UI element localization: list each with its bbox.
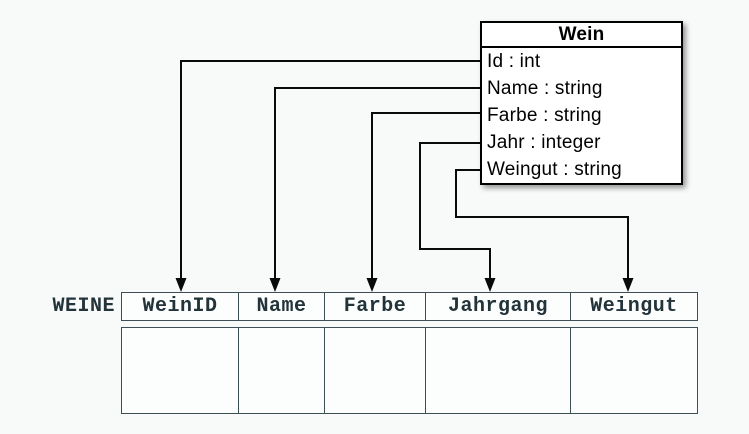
uml-class-box: Wein Id : int Name : string Farbe : stri… xyxy=(480,21,683,185)
class-attribute-name: Name : string xyxy=(487,78,603,99)
table-name-label: WEINE xyxy=(52,295,115,318)
mapping-arrow-jahr-to-jahrgang xyxy=(419,142,496,292)
class-attribute-jahr: Jahr : integer xyxy=(487,132,601,153)
class-attribute-id: Id : int xyxy=(487,51,541,72)
class-attribute-farbe: Farbe : string xyxy=(487,105,602,126)
table-cell-empty xyxy=(425,328,570,413)
column-header-name: Name xyxy=(238,293,324,320)
table-cell-empty xyxy=(570,328,697,413)
table-cell-empty xyxy=(324,328,425,413)
column-header-farbe: Farbe xyxy=(324,293,425,320)
mapping-arrow-weingut-to-weingut xyxy=(455,169,634,292)
mapping-arrow-name-to-name xyxy=(269,87,480,292)
table-cell-empty xyxy=(122,328,238,413)
class-attributes: Id : int Name : string Farbe : string Ja… xyxy=(482,48,681,183)
table-cell-empty xyxy=(238,328,324,413)
class-title: Wein xyxy=(482,23,681,48)
class-attribute-weingut: Weingut : string xyxy=(487,159,622,180)
mapping-arrow-id-to-weinid xyxy=(175,60,480,292)
column-header-weinid: WeinID xyxy=(142,295,218,318)
table-body-row xyxy=(121,327,698,414)
column-header-jahrgang: Jahrgang xyxy=(425,293,570,320)
column-header-weingut: Weingut xyxy=(570,293,697,320)
mapping-arrow-farbe-to-farbe xyxy=(366,112,480,292)
table-header-row: WeinID Name Farbe Jahrgang Weingut xyxy=(121,292,698,321)
